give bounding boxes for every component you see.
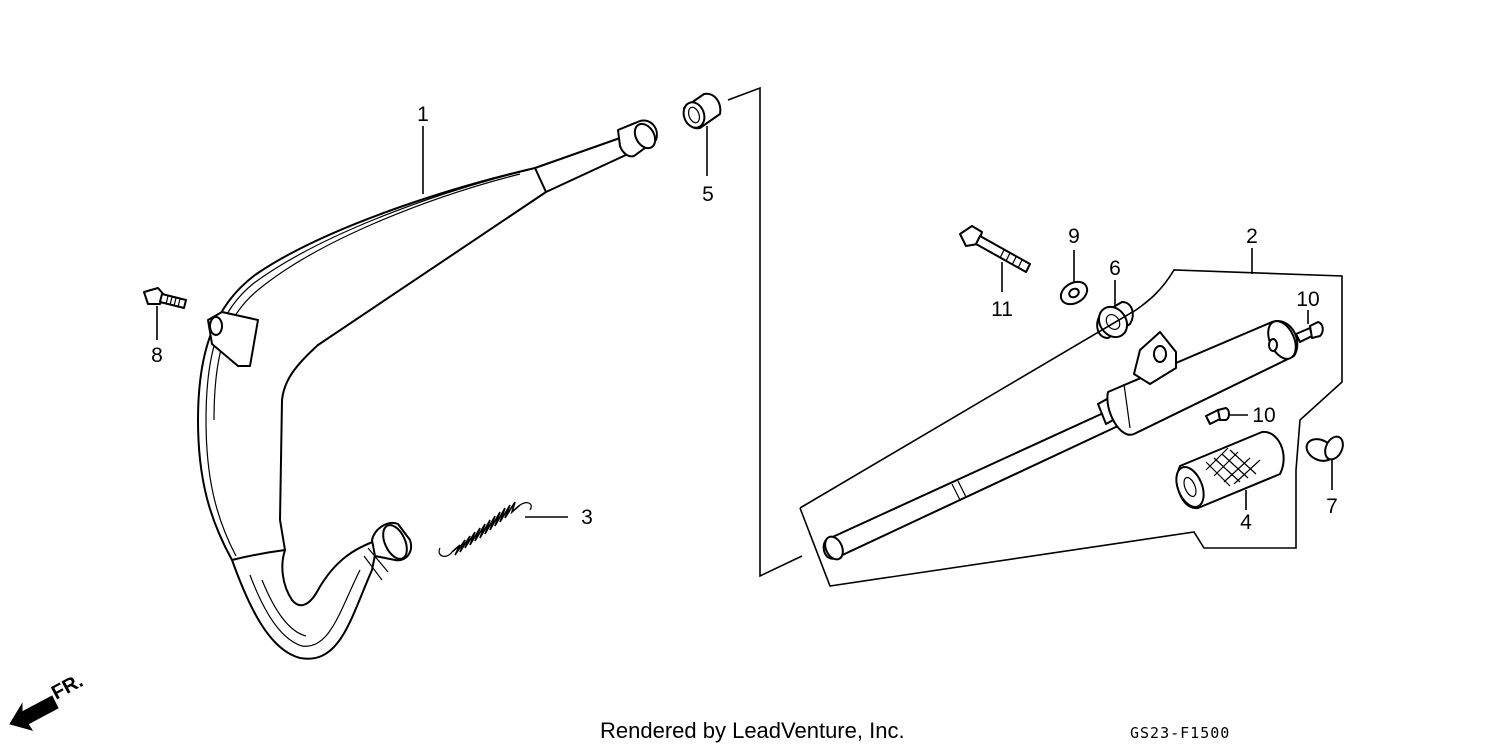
- exhaust-pipe-part: [197, 119, 658, 660]
- callout-11: 11: [991, 298, 1013, 321]
- leader-lines: [156, 126, 1333, 518]
- callout-5: 5: [702, 183, 714, 206]
- callout-1: 1: [417, 103, 429, 126]
- callout-7: 7: [1326, 495, 1338, 518]
- spring-part: [438, 501, 532, 557]
- screw-part-10a: [1295, 321, 1324, 343]
- cap-part-7: [1305, 435, 1344, 462]
- callout-10a: 10: [1296, 288, 1319, 311]
- callout-2: 2: [1246, 225, 1258, 248]
- callout-4: 4: [1240, 511, 1252, 534]
- callout-labels: 1 2 3 4 5 6 7 8 9 10 10 11: [151, 103, 1338, 534]
- washer-part-9: [1059, 280, 1089, 306]
- callout-3: 3: [581, 506, 593, 529]
- footer-credit: Rendered by LeadVenture, Inc.: [600, 718, 905, 743]
- bushing-part: [682, 92, 722, 130]
- assembly-outline: [727, 86, 1343, 587]
- bolt-part-8: [143, 287, 187, 309]
- muffler-part: [822, 320, 1299, 561]
- diagram-code: GS23-F1500: [1130, 724, 1230, 742]
- packing-part-4: [1175, 430, 1285, 510]
- front-arrow-icon: [9, 695, 59, 731]
- bolt-part-11: [959, 225, 1031, 273]
- callout-10b: 10: [1252, 404, 1275, 427]
- callout-9: 9: [1068, 225, 1080, 248]
- grommet-part-6: [1096, 301, 1134, 339]
- callout-6: 6: [1109, 257, 1121, 280]
- front-direction-indicator: FR.: [9, 670, 87, 731]
- callout-8: 8: [151, 344, 163, 367]
- screw-part-10b: [1205, 407, 1230, 425]
